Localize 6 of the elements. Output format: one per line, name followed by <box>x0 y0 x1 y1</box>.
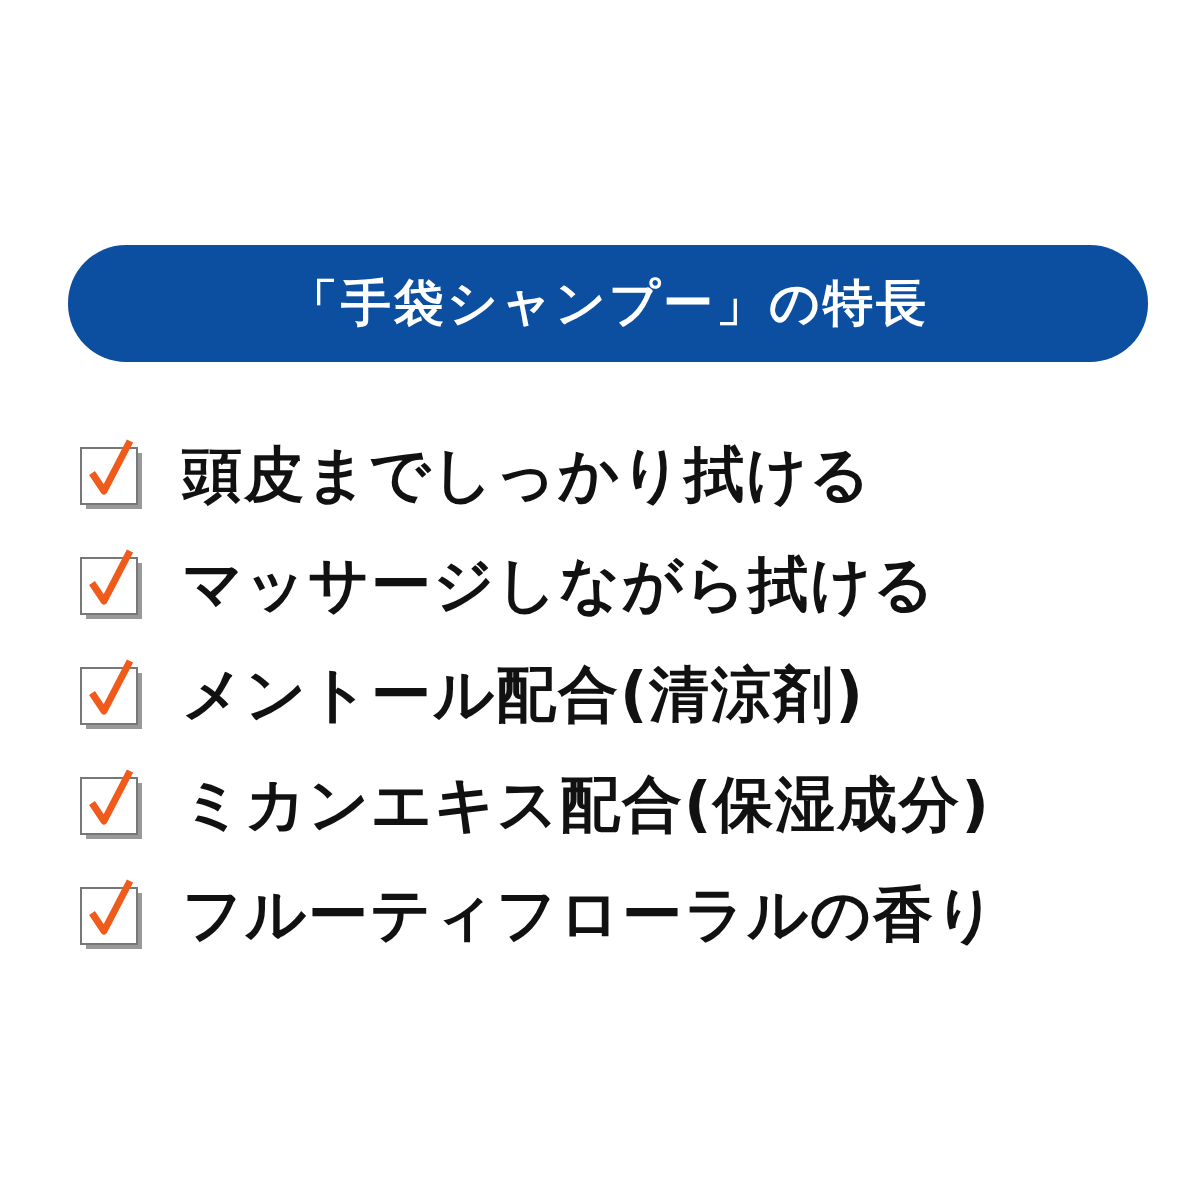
feature-text: フルーティフローラルの香り <box>182 877 998 951</box>
feature-text: 頭皮までしっかり拭ける <box>182 437 872 511</box>
feature-text: メントール配合(清涼剤) <box>182 657 865 731</box>
banner-title: 「手袋シャンプー」の特長 <box>287 273 929 334</box>
feature-text: マッサージしながら拭ける <box>182 547 936 621</box>
feature-text: ミカンエキス配合(保湿成分) <box>182 767 991 841</box>
